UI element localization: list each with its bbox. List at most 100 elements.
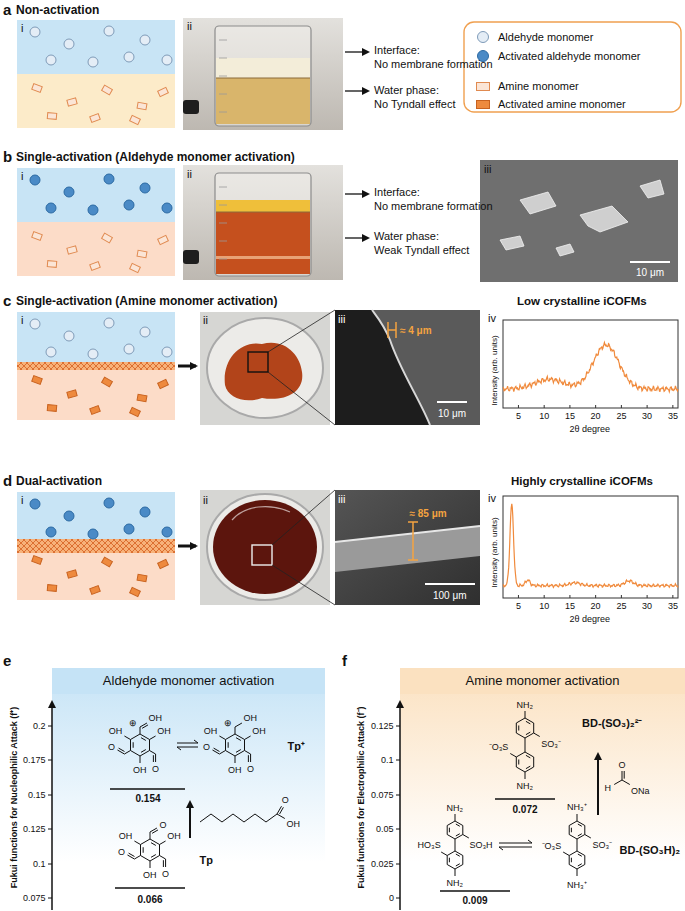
band-heading: Aldehyde monomer activation: [52, 673, 325, 689]
line-stroke: [177, 743, 198, 744]
axis-label: 20: [591, 411, 601, 421]
line-stroke: [194, 740, 198, 743]
aldehyde-monomer: [104, 174, 114, 184]
line-stroke: [622, 780, 630, 785]
line-stroke: [165, 859, 166, 867]
axis-label: 0.075: [23, 893, 46, 903]
subpanel-number: iii: [484, 163, 491, 175]
organic-phase: [17, 492, 175, 546]
line-stroke: [48, 726, 52, 727]
line-stroke: [219, 58, 227, 59]
axis-label: 15: [565, 601, 575, 611]
activation-band: Aldehyde monomer activation: [52, 668, 325, 694]
aldehyde-monomer: [124, 524, 134, 534]
legend-text: Activated aldehyde monomer: [498, 50, 640, 62]
scale-label: 100 μm: [433, 590, 467, 601]
atom-label: O: [162, 869, 169, 879]
line-stroke: [456, 834, 460, 836]
line-stroke: [647, 405, 648, 408]
line-stroke: [563, 852, 569, 856]
line-stroke: [518, 595, 519, 598]
line-stroke: [235, 727, 236, 734]
compound-name: BD-(SO₃)₂²⁻: [582, 715, 642, 730]
aldehyde-monomer: [30, 175, 40, 185]
benzene-ring: [569, 821, 585, 839]
line-stroke: [449, 828, 450, 833]
benzene-ring: [226, 734, 245, 756]
line-stroke: [495, 798, 555, 800]
aldehyde-monomer: [30, 27, 40, 37]
plot-frame: [503, 496, 678, 598]
aldehyde-monomer: [162, 55, 172, 65]
line-stroke: [235, 723, 242, 727]
beaker: [215, 173, 311, 276]
value-label: 0.154: [136, 793, 161, 804]
line-stroke: [455, 839, 456, 851]
line-stroke: [525, 711, 526, 718]
line-stroke: [672, 405, 673, 408]
line-stroke: [124, 736, 130, 740]
line-stroke: [571, 858, 572, 863]
zoom-box: [248, 352, 268, 372]
line-stroke: [219, 205, 227, 206]
atom-label: NH₂: [447, 878, 464, 888]
line-stroke: [388, 329, 396, 331]
line-stroke: [345, 237, 368, 238]
subpanel-number: i: [21, 22, 23, 34]
atom-label: O: [247, 764, 254, 774]
axis-label: 2θ degree: [570, 424, 611, 434]
line-stroke: [456, 864, 460, 866]
amine-monomer: [102, 377, 113, 387]
water-phase: [17, 222, 175, 276]
benzene-ring: [447, 851, 463, 869]
amine-monomer: [158, 559, 169, 568]
membrane-flake: [500, 236, 524, 250]
water-phase: [17, 546, 175, 600]
atom-label: O: [108, 742, 115, 752]
axis-label: 30: [642, 601, 652, 611]
amine-monomer: [130, 263, 141, 272]
amine-monomer: [90, 262, 101, 271]
line-stroke: [647, 595, 648, 598]
amine-monomer: [137, 250, 147, 257]
panel-letter: a: [3, 1, 11, 18]
amine-monomer: [130, 407, 141, 416]
atom-label: O: [619, 760, 626, 770]
line-stroke: [236, 750, 241, 753]
atom-label: OH: [228, 765, 242, 775]
atom-label: NH₂: [517, 700, 534, 710]
organic-phase: [17, 168, 175, 222]
line-stroke: [399, 702, 401, 910]
activation-band: Amine monomer activation: [400, 668, 685, 694]
line-stroke: [463, 835, 469, 839]
line-stroke: [597, 754, 599, 815]
membrane-flake: [556, 244, 574, 256]
scale-label: 10 μm: [438, 408, 466, 419]
activation-ground: [52, 668, 325, 911]
atom-label: NH₂: [447, 803, 464, 813]
line-stroke: [518, 405, 519, 408]
axis-label: 20: [591, 601, 601, 611]
line-stroke: [345, 193, 368, 194]
panel-title: Non-activation: [16, 3, 99, 17]
axis-label: 30: [642, 411, 652, 421]
amine-monomer: [158, 87, 169, 96]
line-stroke: [219, 223, 227, 224]
laser-pointer: [183, 100, 199, 114]
line-stroke: [219, 259, 227, 260]
alkyl-chain: [200, 814, 277, 822]
line-stroke: [150, 861, 151, 868]
line-stroke: [499, 843, 532, 844]
line-stroke: [177, 747, 181, 750]
panel-subtitle: Low crystalline iCOFMs: [517, 295, 647, 307]
water-layer: [216, 212, 310, 274]
compound-name: BD-(SO₃H)₂: [620, 844, 681, 856]
axis-label: 10: [539, 411, 549, 421]
axis-title: Fukui functions for Electrophilic Attack…: [354, 706, 367, 888]
line-stroke: [396, 864, 400, 865]
atom-label: OH: [252, 726, 266, 736]
amine-monomer: [32, 376, 43, 385]
water-phase: [17, 74, 175, 128]
membrane-flake: [640, 180, 664, 198]
